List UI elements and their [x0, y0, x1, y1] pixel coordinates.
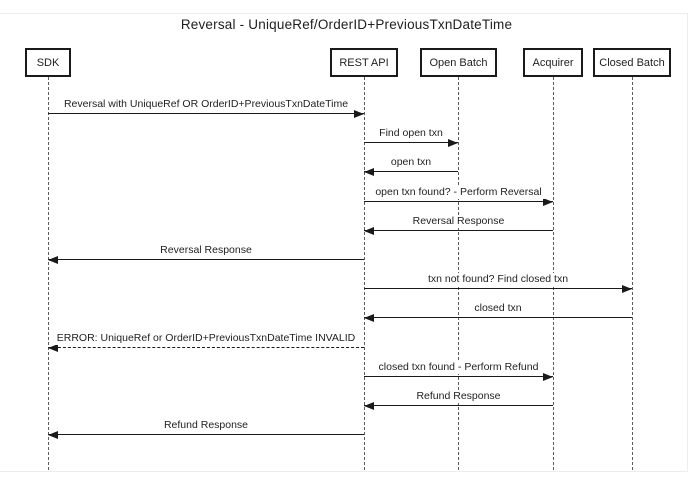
- arrowhead-icon: [448, 138, 458, 147]
- message-line: [364, 405, 553, 406]
- message-line: [48, 113, 364, 114]
- arrowhead-icon: [622, 284, 632, 293]
- lifeline-closed-batch: [631, 77, 633, 470]
- message-label: open txn: [387, 156, 435, 169]
- message-label: Reversal Response: [409, 215, 508, 228]
- message-label: open txn found? - Perform Reversal: [372, 186, 545, 199]
- diagram-canvas: [0, 13, 688, 472]
- diagram-title: Reversal - UniqueRef/OrderID+PreviousTxn…: [180, 17, 513, 32]
- message-label: ERROR: UniqueRef or OrderID+PreviousTxnD…: [53, 332, 359, 345]
- actor-label-closed-batch: Closed Batch: [599, 56, 665, 69]
- actor-box-sdk: SDK: [25, 48, 71, 77]
- arrowhead-icon: [543, 197, 553, 206]
- message-label: Reversal Response: [157, 244, 255, 257]
- message-line: [364, 376, 553, 377]
- actor-label-open-batch: Open Batch: [429, 56, 488, 69]
- actor-box-closed-batch: Closed Batch: [593, 48, 671, 77]
- arrowhead-icon: [364, 226, 374, 235]
- actor-label-rest-api: REST API: [339, 56, 389, 69]
- message-label: closed txn found - Perform Refund: [375, 361, 542, 374]
- arrowhead-icon: [364, 401, 374, 410]
- actor-label-sdk: SDK: [36, 56, 60, 69]
- actor-label-acquirer: Acquirer: [532, 56, 574, 69]
- arrowhead-icon: [354, 109, 364, 118]
- message-line: [364, 201, 553, 202]
- message-line: [364, 230, 553, 231]
- message-line: [364, 142, 458, 143]
- message-line: [364, 317, 632, 318]
- arrowhead-icon: [364, 313, 374, 322]
- message-line: [48, 434, 364, 435]
- message-label: closed txn: [471, 302, 525, 315]
- arrowhead-icon: [48, 430, 58, 439]
- message-line: [364, 171, 458, 172]
- message-label: txn not found? Find closed txn: [424, 273, 572, 286]
- message-label: Refund Response: [160, 419, 252, 432]
- message-label: Find open txn: [376, 127, 446, 140]
- message-line: [364, 288, 632, 289]
- actor-box-acquirer: Acquirer: [523, 48, 583, 77]
- arrowhead-icon: [48, 255, 58, 264]
- lifeline-rest-api: [363, 77, 365, 470]
- arrowhead-icon: [364, 167, 374, 176]
- message-line: [48, 259, 364, 260]
- actor-box-open-batch: Open Batch: [420, 48, 497, 77]
- message-label: Reversal with UniqueRef OR OrderID+Previ…: [60, 98, 352, 111]
- arrowhead-icon: [48, 343, 58, 352]
- message-label: Refund Response: [413, 390, 504, 403]
- arrowhead-icon: [543, 372, 553, 381]
- message-line: [48, 347, 364, 348]
- lifeline-sdk: [47, 77, 49, 470]
- actor-box-rest-api: REST API: [330, 48, 398, 77]
